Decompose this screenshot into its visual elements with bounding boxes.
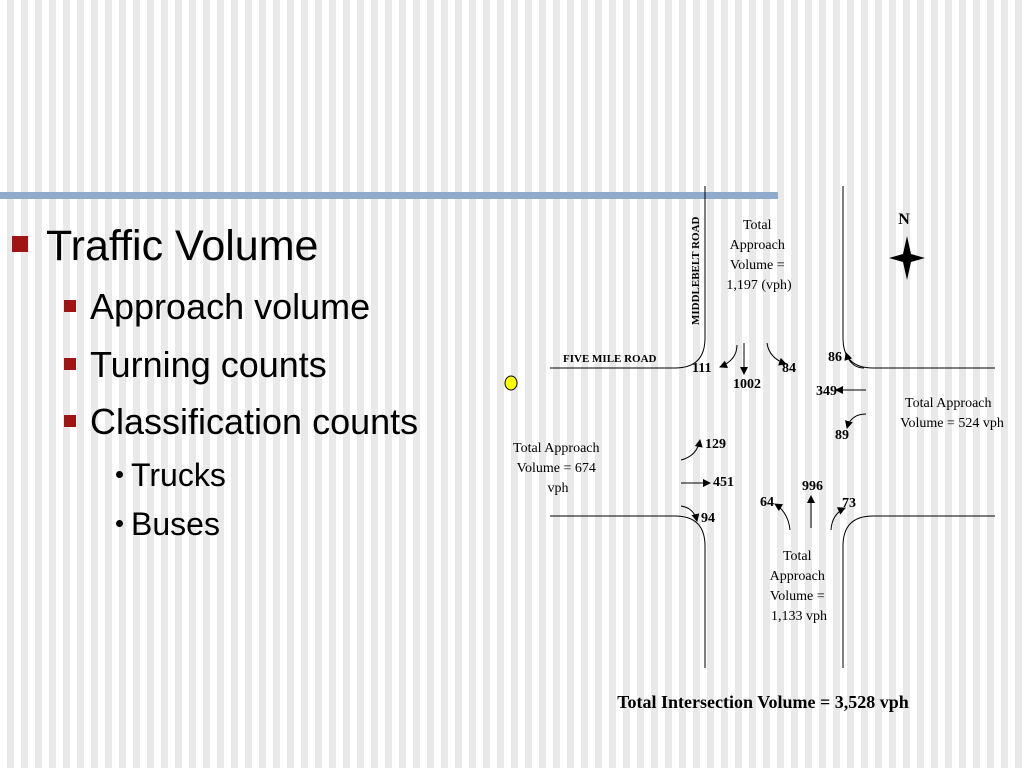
- wb-right-arrow: [844, 352, 865, 369]
- wb-left-arrow: [845, 413, 867, 429]
- dot-bullet-icon: [116, 471, 123, 478]
- nb-through-count: 996: [802, 479, 823, 494]
- bullet-text: Trucks: [131, 457, 226, 493]
- eb-right-count: 94: [701, 511, 715, 526]
- bullet-text: Classification counts: [90, 401, 419, 442]
- sb-left-count: 84: [782, 361, 796, 376]
- sb-right-count: 111: [692, 361, 711, 376]
- west-approach-label: Total Approach Volume = 674 vph: [513, 441, 603, 496]
- bullet-classification-counts: Classification counts: [64, 399, 418, 445]
- wb-right-count: 86: [828, 350, 842, 365]
- middlebelt-road-label: MIDDLEBELT ROAD: [690, 216, 702, 325]
- north-arrow-icon: [889, 236, 925, 280]
- bullet-trucks: Trucks: [116, 455, 226, 495]
- bullet-text: Approach volume: [90, 286, 371, 327]
- bullet-text: Traffic Volume: [46, 222, 319, 270]
- title-accent-bar: [0, 192, 778, 199]
- south-approach-label: Total Approach Volume = 1,133 vph: [770, 549, 829, 624]
- bullet-traffic-volume: Traffic Volume: [12, 218, 318, 274]
- eb-left-arrow: [680, 439, 703, 461]
- nb-right-arrow: [830, 507, 846, 531]
- road-edge-se: [842, 515, 995, 668]
- road-edge-sw: [550, 515, 706, 668]
- bullet-text: Turning counts: [90, 344, 327, 385]
- nb-left-arrow: [774, 503, 791, 531]
- bullet-turning-counts: Turning counts: [64, 342, 327, 388]
- eb-right-arrow: [680, 505, 700, 522]
- north-approach-label: Total Approach Volume = 1,197 (vph): [726, 218, 792, 293]
- square-bullet-icon: [64, 415, 76, 427]
- bullet-text: Buses: [131, 506, 220, 542]
- wb-through-count: 349: [816, 384, 837, 399]
- east-approach-label: Total Approach Volume = 524 vph: [900, 396, 1004, 431]
- square-bullet-icon: [64, 358, 76, 370]
- sb-left-arrow: [766, 342, 787, 366]
- location-marker-icon: [504, 375, 518, 391]
- road-edge-ne: [842, 186, 995, 369]
- bullet-approach-volume: Approach volume: [64, 284, 370, 330]
- wb-left-count: 89: [835, 428, 849, 443]
- nb-left-count: 64: [760, 495, 774, 510]
- bullet-buses: Buses: [116, 504, 220, 544]
- sb-through-count: 1002: [733, 377, 761, 392]
- square-bullet-icon: [64, 300, 76, 312]
- nb-right-count: 73: [842, 496, 856, 511]
- dot-bullet-icon: [116, 520, 123, 527]
- north-label: N: [898, 211, 910, 228]
- total-intersection-volume: Total Intersection Volume = 3,528 vph: [617, 692, 909, 712]
- sb-right-arrow: [719, 344, 738, 369]
- square-bullet-icon: [12, 236, 28, 252]
- road-edge-nw: [550, 186, 706, 369]
- five-mile-road-label: FIVE MILE ROAD: [563, 353, 657, 365]
- eb-through-count: 451: [713, 475, 734, 490]
- eb-left-count: 129: [705, 437, 726, 452]
